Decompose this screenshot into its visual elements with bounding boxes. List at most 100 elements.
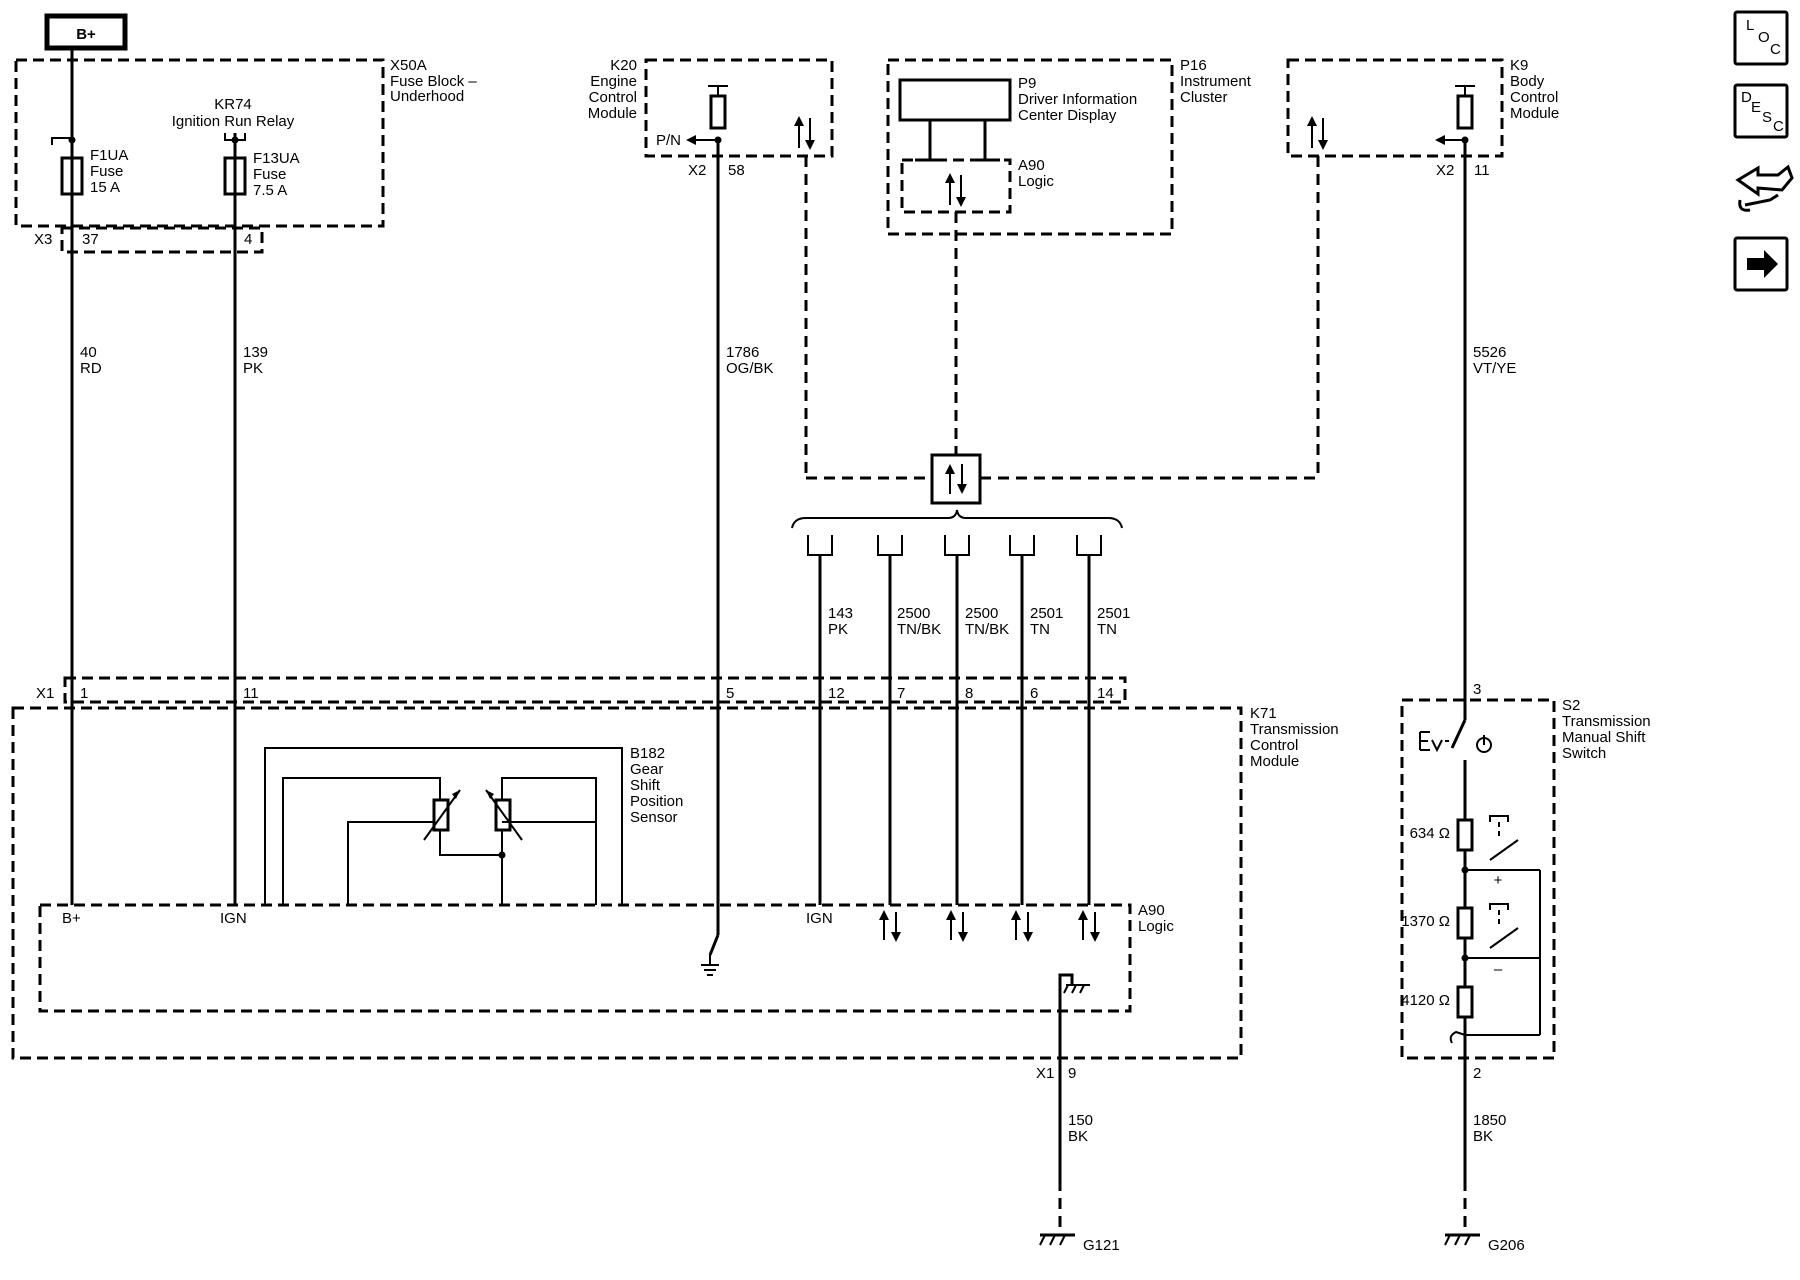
ecm-signal-arrow-icon bbox=[686, 135, 696, 145]
resistor-1370-value: 1370 Ω bbox=[1401, 913, 1450, 930]
fuse1-type: Fuse bbox=[90, 163, 123, 180]
tcm-pin-7: 7 bbox=[897, 685, 905, 702]
bcm-pin-11: 11 bbox=[1474, 162, 1490, 179]
cluster-name-line1: Instrument bbox=[1180, 73, 1252, 90]
body-control-module: K9 Body Control Module X2 11 bbox=[1286, 57, 1559, 179]
tcm-pin-12: 12 bbox=[828, 685, 845, 702]
wire-139-circuit: 139 bbox=[243, 344, 268, 361]
bcm-serial-data-arrows-icon bbox=[1307, 116, 1328, 150]
cluster-name-line2: Cluster bbox=[1180, 89, 1228, 106]
cluster-logic-id: A90 bbox=[1018, 157, 1045, 174]
wire-150-circuit: 150 bbox=[1068, 1112, 1093, 1129]
tcm-pin-11: 11 bbox=[243, 685, 259, 702]
next-page-button[interactable] bbox=[1733, 236, 1789, 292]
wire-2500b-color: TN/BK bbox=[965, 621, 1009, 638]
cluster-serial-data-arrows-icon bbox=[945, 173, 966, 207]
relay-id: KR74 bbox=[214, 96, 252, 113]
bcm-name-line3: Module bbox=[1510, 105, 1559, 122]
battery-label: B+ bbox=[76, 26, 96, 43]
loc-letter-l: L bbox=[1746, 17, 1754, 34]
switch-name-line1: Transmission bbox=[1562, 713, 1651, 730]
wire-143-circuit: 143 bbox=[828, 605, 853, 622]
sensor-name-line4: Sensor bbox=[630, 809, 678, 826]
loc-letter-o: O bbox=[1758, 29, 1770, 46]
cluster-logic-box bbox=[900, 158, 1012, 214]
ecm-pullup-resistor bbox=[709, 94, 727, 130]
tcm-name-line3: Module bbox=[1250, 753, 1299, 770]
tcm-chassis-ground-icon bbox=[1058, 973, 1090, 1060]
wire-1850-color: BK bbox=[1473, 1128, 1493, 1145]
mode-switch-symbol bbox=[1419, 695, 1492, 820]
tcm-internal-ground-icon bbox=[701, 934, 720, 976]
fuse2-id: F13UA bbox=[253, 150, 300, 167]
engine-control-module: K20 Engine Control Module P/N X2 58 bbox=[588, 57, 834, 179]
tcm-name-line2: Control bbox=[1250, 737, 1298, 754]
switch-pin-2: 2 bbox=[1473, 1065, 1481, 1082]
tcm-id: K71 bbox=[1250, 705, 1277, 722]
bcm-pullup-resistor bbox=[1456, 94, 1474, 130]
tcm-x1-connector-label: X1 bbox=[36, 685, 54, 702]
loc-letter-c: C bbox=[1770, 41, 1781, 58]
tcm-ground-connector-label: X1 bbox=[1036, 1065, 1054, 1082]
tcm-logic-name: Logic bbox=[1138, 918, 1174, 935]
sensor-name-line3: Position bbox=[630, 793, 683, 810]
display-id: P9 bbox=[1018, 75, 1036, 92]
switch-resistor-1370 bbox=[1456, 906, 1474, 940]
desc-letter-s: S bbox=[1762, 109, 1772, 126]
wire-139-color: PK bbox=[243, 360, 263, 377]
tcm-pin-8: 8 bbox=[965, 685, 973, 702]
wire-1786-circuit: 1786 bbox=[726, 344, 759, 361]
tcm-logic-ign-label-1: IGN bbox=[220, 910, 247, 927]
switch-name-line2: Manual Shift bbox=[1562, 729, 1646, 746]
bcm-signal-arrow-icon bbox=[1435, 135, 1445, 145]
ground-g206: G206 bbox=[1444, 1180, 1525, 1254]
description-view-button[interactable]: D E S C bbox=[1733, 83, 1789, 139]
switch-resistor-634 bbox=[1456, 818, 1474, 852]
wire-40-color: RD bbox=[80, 360, 102, 377]
wire-5526-color: VT/YE bbox=[1473, 360, 1516, 377]
fuse2-rating: 7.5 A bbox=[253, 182, 287, 199]
tcm-x1-connector-outline bbox=[63, 676, 1127, 704]
ecm-name-line3: Module bbox=[588, 105, 637, 122]
instrument-cluster: P16 Instrument Cluster P9 Driver Informa… bbox=[886, 57, 1252, 236]
fuse-block-id: X50A bbox=[390, 57, 427, 74]
splice-terminals bbox=[807, 535, 1102, 556]
wire-labels: 40 RD 139 PK 1786 OG/BK 5526 VT/YE 143 P… bbox=[80, 344, 1516, 1145]
x3-pin-37: 37 bbox=[82, 231, 99, 248]
switch-id: S2 bbox=[1562, 697, 1580, 714]
ground-g121-label: G121 bbox=[1083, 1237, 1120, 1254]
tcm-logic-bplus-label: B+ bbox=[62, 910, 81, 927]
cluster-id: P16 bbox=[1180, 57, 1207, 74]
wire-2500b-circuit: 2500 bbox=[965, 605, 998, 622]
wire-2501a-color: TN bbox=[1030, 621, 1050, 638]
desc-letter-d: D bbox=[1741, 89, 1752, 106]
tcm-ground-pin-9: 9 bbox=[1068, 1065, 1076, 1082]
tcm-pin-5: 5 bbox=[726, 685, 734, 702]
wire-1850-circuit: 1850 bbox=[1473, 1112, 1506, 1129]
wire-150-color: BK bbox=[1068, 1128, 1088, 1145]
wire-143-color: PK bbox=[828, 621, 848, 638]
gear-shift-position-sensor: B182 Gear Shift Position Sensor bbox=[264, 745, 683, 905]
ecm-name-line1: Engine bbox=[590, 73, 637, 90]
transmission-control-module: X1 1 11 5 12 7 8 6 14 K71 Transmission C… bbox=[11, 676, 1339, 1082]
serial-data-network bbox=[791, 156, 1320, 556]
wire-40-circuit: 40 bbox=[80, 344, 97, 361]
x3-pin-4: 4 bbox=[244, 231, 252, 248]
connector-repair-button[interactable] bbox=[1735, 164, 1794, 212]
switch-pin-3: 3 bbox=[1473, 681, 1481, 698]
sensor-name-line1: Gear bbox=[630, 761, 663, 778]
location-view-button[interactable]: L O C bbox=[1733, 10, 1789, 66]
bcm-name-line1: Body bbox=[1510, 73, 1545, 90]
fuse1-feed-symbol bbox=[51, 137, 72, 145]
bcm-id: K9 bbox=[1510, 57, 1528, 74]
x3-connector-label: X3 bbox=[34, 231, 52, 248]
display-name-line1: Driver Information bbox=[1018, 91, 1137, 108]
tcm-pin-14: 14 bbox=[1097, 685, 1114, 702]
ecm-connector-label: X2 bbox=[688, 162, 706, 179]
tcm-pin-6: 6 bbox=[1030, 685, 1038, 702]
resistor-4120-value: 4120 Ω bbox=[1401, 992, 1450, 1009]
wire-2501b-circuit: 2501 bbox=[1097, 605, 1130, 622]
manual-shift-switch: 3 S2 Transmission Manual Shift Switch 63… bbox=[1400, 681, 1651, 1082]
arrow-right-icon bbox=[1747, 250, 1778, 278]
resistor-634-value: 634 Ω bbox=[1410, 825, 1450, 842]
